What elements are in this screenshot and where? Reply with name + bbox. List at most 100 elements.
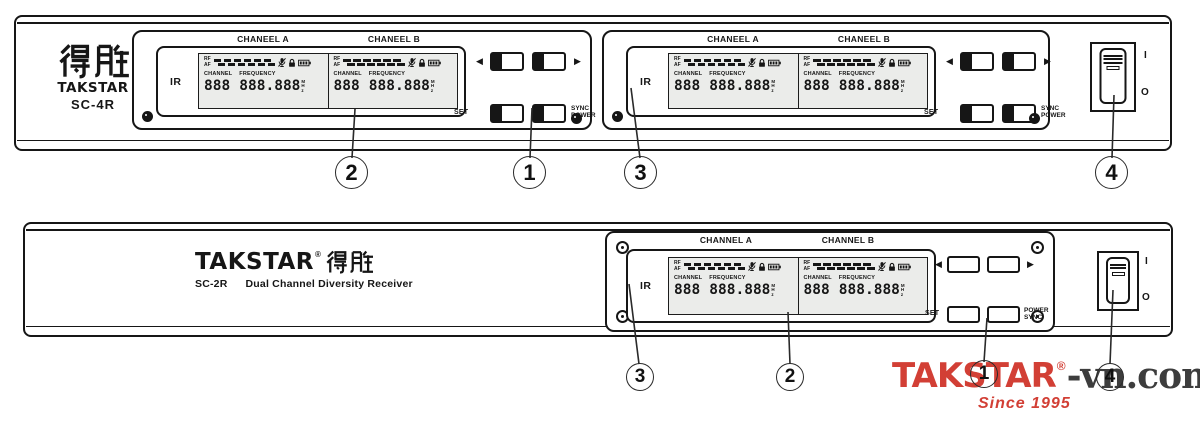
- brand-en-logo: TAKSTAR: [57, 80, 129, 96]
- lock-icon: [888, 58, 896, 68]
- af-label: AF: [333, 61, 341, 68]
- power-rocker[interactable]: [1106, 257, 1130, 304]
- channel-block: CHANNEL 888: [674, 275, 702, 298]
- next-button[interactable]: [1002, 52, 1036, 71]
- screw: [571, 113, 582, 124]
- set-button[interactable]: [490, 104, 524, 123]
- signal-meter: RF AF: [674, 56, 795, 68]
- registered-mark: ®: [315, 250, 321, 259]
- ir-window: IR: [640, 75, 652, 88]
- frequency-value: 888.888: [709, 282, 771, 298]
- power-sync-button[interactable]: [987, 306, 1020, 323]
- frequency-label: FREQUENCY: [838, 71, 876, 77]
- channel-label: CHANNEL: [674, 71, 703, 77]
- set-label: SET: [924, 109, 939, 116]
- prev-button[interactable]: [490, 52, 524, 71]
- channel-block: CHANNEL 888: [804, 275, 832, 298]
- site-watermark: TAKSTAR ® -vn.com Since 1995: [892, 355, 1200, 413]
- arrow-left-icon: ◀: [946, 56, 953, 66]
- channel-b-header: CHANEEL B: [837, 34, 891, 44]
- lcd-display: IR RF AF CHANNEL 888 FREQUENCY: [626, 249, 936, 323]
- lcd-channel-readout: RF AF CHANNEL 888 FREQUENCY 888.888: [799, 258, 928, 314]
- signal-bars: [813, 58, 875, 67]
- panel-bevel: [26, 325, 1170, 327]
- signal-meter: RF AF: [674, 260, 795, 272]
- callout-3: 3: [624, 156, 657, 189]
- channel-label: CHANNEL: [204, 71, 233, 77]
- arrow-right-icon: ▶: [1027, 259, 1034, 269]
- frequency-value: 888.888: [239, 78, 301, 94]
- next-button[interactable]: [987, 256, 1020, 273]
- power-switch[interactable]: [1097, 251, 1139, 311]
- signal-bars: [213, 58, 276, 67]
- frequency-block: FREQUENCY 888.888 M H z: [369, 71, 435, 94]
- power-on-label: I: [1144, 50, 1147, 61]
- channel-block: CHANNEL 888: [674, 71, 702, 94]
- channel-value: 888: [674, 78, 701, 94]
- lock-icon: [288, 58, 296, 68]
- power-switch[interactable]: [1090, 42, 1136, 112]
- channel-value: 888: [803, 78, 830, 94]
- callout-3: 3: [626, 363, 654, 391]
- signal-meter: RF AF: [204, 56, 325, 68]
- brand-block: TAKSTAR ® SC-2R Dual Channel Diversity R…: [195, 250, 413, 290]
- channel-value: 888: [333, 78, 360, 94]
- rf-label: RF: [674, 260, 681, 266]
- brand-block: TAKSTAR SC-4R: [42, 43, 144, 112]
- mic-mute-icon: [878, 57, 886, 68]
- lcd-screen: RF AF CHANNEL 888 FREQUENCY 888.888: [668, 257, 928, 315]
- power-sync-label: POWER SYNC: [1024, 307, 1049, 321]
- signal-bars: [813, 262, 875, 271]
- channel-a-header: CHANNEL A: [699, 235, 753, 245]
- callout-1: 1: [970, 360, 998, 388]
- lcd-channel-readout: RF AF CHANNEL 888 FREQUENCY 888.888: [799, 54, 928, 108]
- channel-block: CHANNEL 888: [334, 71, 362, 94]
- af-label: AF: [803, 265, 811, 272]
- channel-a-header: CHANEEL A: [237, 34, 289, 44]
- prev-button[interactable]: [947, 256, 980, 273]
- channel-value: 888: [674, 282, 701, 298]
- rf-label: RF: [333, 56, 341, 62]
- watermark-tagline: Since 1995: [978, 395, 1071, 412]
- mhz-unit: M H z: [900, 78, 905, 93]
- lock-icon: [758, 262, 766, 272]
- mic-mute-icon: [748, 261, 756, 272]
- set-button[interactable]: [960, 104, 994, 123]
- lcd-channel-readout: RF AF CHANNEL 888 FREQUENCY 888.888: [329, 54, 458, 108]
- panel-bevel: [17, 139, 1169, 141]
- signal-meter: RF AF: [333, 56, 455, 68]
- sc2r-front-panel: TAKSTAR ® SC-2R Dual Channel Diversity R…: [23, 222, 1173, 337]
- arrow-right-icon: ▶: [1044, 56, 1051, 66]
- channel-block: CHANNEL 888: [204, 71, 232, 94]
- frequency-label: FREQUENCY: [368, 71, 406, 77]
- watermark-registered-mark: ®: [1056, 359, 1066, 373]
- rf-label: RF: [803, 260, 811, 266]
- mhz-unit: M H z: [900, 282, 905, 297]
- lcd-channel-readout: RF AF CHANNEL 888 FREQUENCY 888.888: [669, 258, 798, 314]
- signal-meter: RF AF: [804, 56, 925, 68]
- frequency-block: FREQUENCY 888.888 M H z: [709, 275, 775, 298]
- frequency-block: FREQUENCY 888.888 M H z: [239, 71, 305, 94]
- power-rocker[interactable]: [1099, 48, 1127, 104]
- power-off-label: O: [1142, 292, 1150, 303]
- set-label: SET: [454, 109, 469, 116]
- arrow-left-icon: ◀: [476, 56, 483, 66]
- frequency-label: FREQUENCY: [239, 71, 276, 77]
- channel-value: 888: [803, 282, 830, 298]
- callout-4: 4: [1096, 363, 1124, 391]
- channel-label: CHANNEL: [674, 275, 703, 281]
- sync-power-label: SYNC POWER: [571, 105, 596, 119]
- callout-2: 2: [776, 363, 804, 391]
- mhz-unit: M H z: [771, 282, 776, 297]
- set-button[interactable]: [947, 306, 980, 323]
- af-label: AF: [674, 265, 681, 272]
- sync-power-button[interactable]: [532, 104, 566, 123]
- screw: [1031, 310, 1044, 323]
- next-button[interactable]: [532, 52, 566, 71]
- prev-button[interactable]: [960, 52, 994, 71]
- set-label: SET: [925, 310, 940, 317]
- brand-cn-logo: [324, 250, 374, 274]
- channel-a-header: CHANEEL A: [707, 34, 759, 44]
- power-on-label: I: [1145, 256, 1148, 267]
- callout-4: 4: [1095, 156, 1128, 189]
